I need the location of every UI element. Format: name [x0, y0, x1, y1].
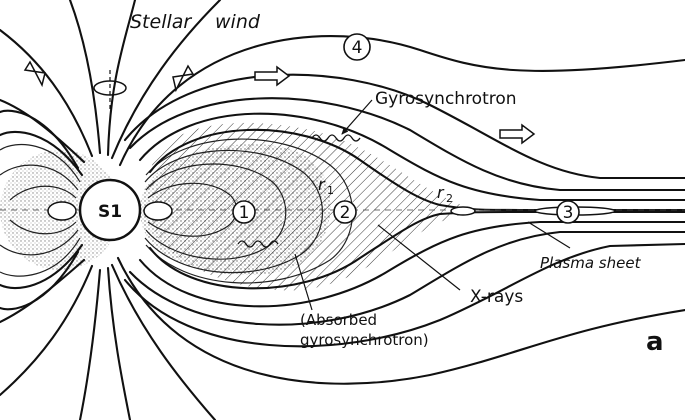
gyrosynchrotron-label: Gyrosynchrotron	[375, 89, 517, 109]
absorbed-label-line1: (Absorbed	[300, 311, 377, 329]
r1-subscript: 1	[327, 184, 334, 197]
r2-subscript: 2	[446, 192, 453, 205]
rotation-arrow	[93, 70, 127, 110]
region-4-label: 4	[352, 38, 363, 58]
region-1-label: 1	[239, 203, 250, 223]
electron-spirals	[237, 134, 361, 248]
region-3-label: 3	[563, 203, 574, 223]
xrays-label: X-rays	[470, 287, 523, 307]
region-markers: 1 2 3 4	[232, 33, 580, 224]
star-label: S1	[98, 202, 122, 222]
star-s1: S1	[78, 178, 142, 242]
absorbed-label-line2: gyrosynchrotron)	[300, 331, 429, 349]
pointer-lines	[294, 99, 571, 311]
plasma-sheet-label: Plasma sheet	[540, 254, 642, 272]
field-lines-left	[0, 109, 84, 311]
stellar-wind-label: Stellar	[130, 11, 192, 33]
region-2-label: 2	[340, 203, 351, 223]
r1-label: r	[318, 175, 326, 194]
wind-arrows	[23, 60, 536, 145]
stellar-wind-label-2: wind	[215, 11, 261, 33]
inner-field-lines-left	[0, 143, 81, 277]
panel-label: a	[646, 327, 664, 357]
r2-label: r	[437, 183, 445, 202]
